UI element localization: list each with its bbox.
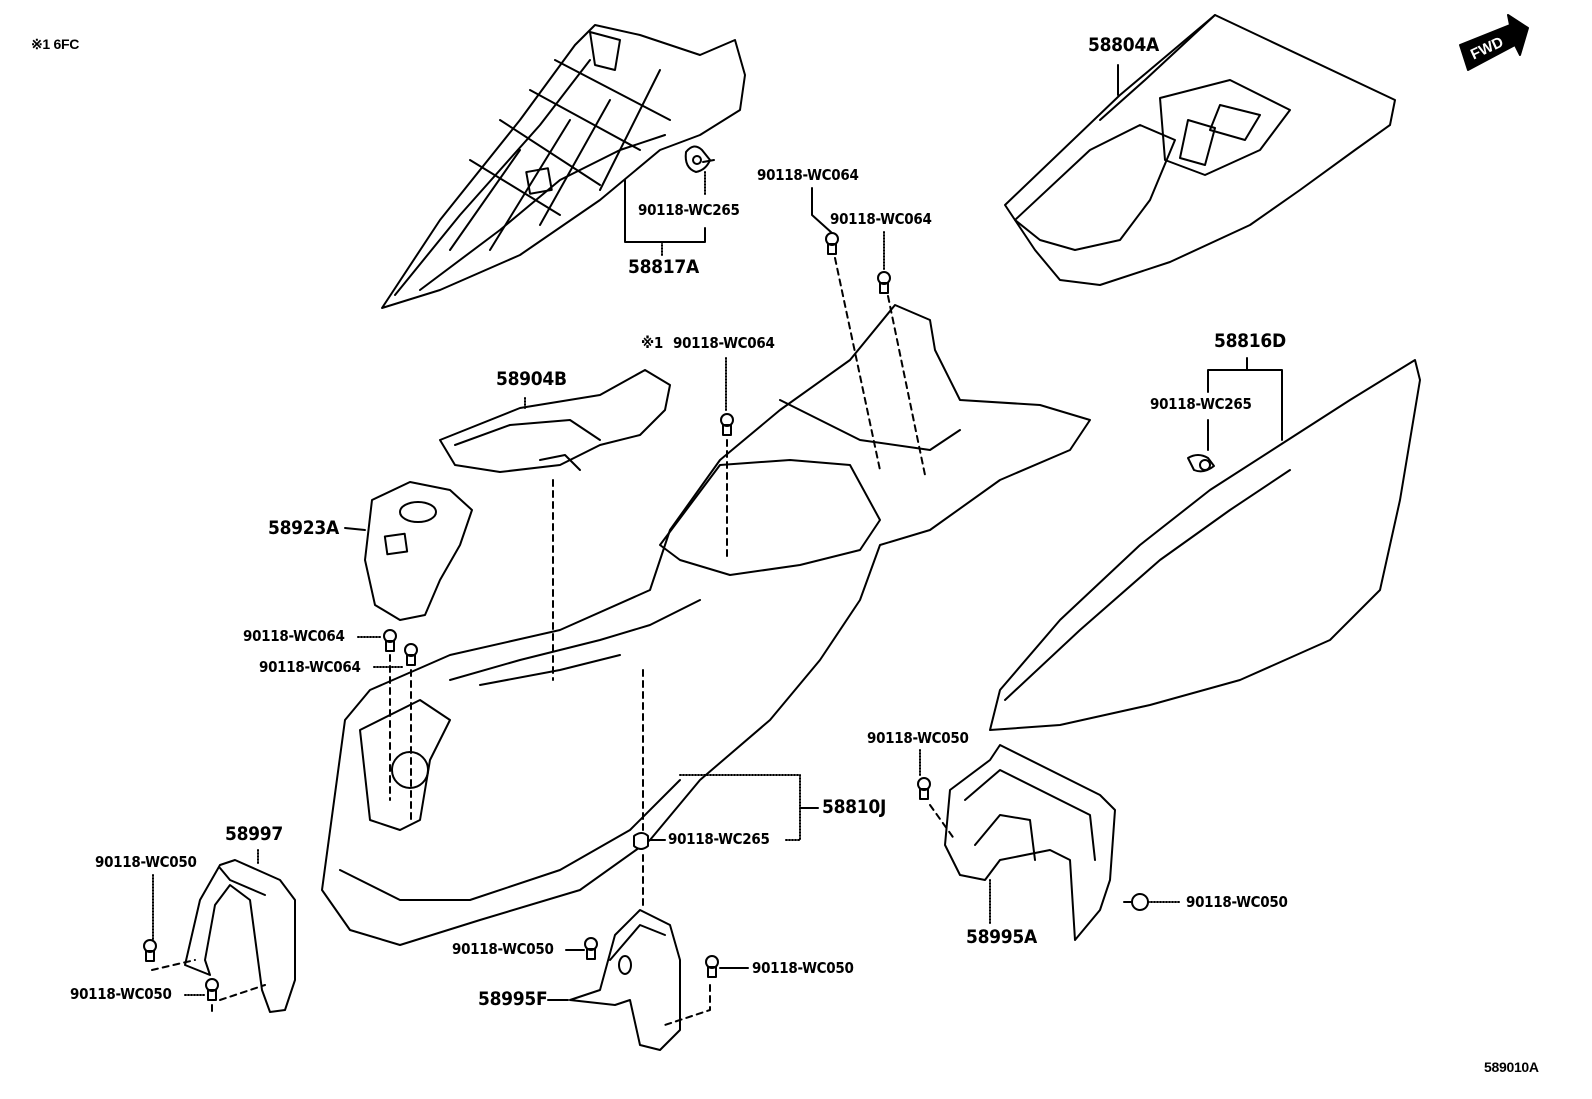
part-label-58995A[interactable]: 58995A	[966, 926, 1037, 948]
part-58923A-drawing[interactable]	[364, 481, 473, 621]
fastener-label[interactable]: 90118-WC050	[867, 729, 969, 747]
clip-fastener-icon	[1123, 893, 1149, 911]
dashed-alignment-line	[151, 959, 196, 971]
part-58810J-drawing[interactable]	[321, 304, 1091, 946]
dashed-alignment-line	[389, 654, 412, 821]
dashed-alignment-line	[887, 295, 926, 476]
dashed-alignment-line	[834, 257, 881, 471]
clip-fastener-icon	[633, 832, 649, 850]
bolt-fastener-icon	[720, 413, 734, 436]
part-58904B-drawing[interactable]	[439, 369, 671, 473]
fastener-label[interactable]: 90118-WC265	[638, 201, 740, 219]
fastener-label[interactable]: 90118-WC265	[1150, 395, 1252, 413]
fastener-label[interactable]: 90118-WC050	[452, 940, 554, 958]
part-label-58816D[interactable]: 58816D	[1214, 330, 1286, 352]
dashed-alignment-line	[664, 984, 711, 1026]
dashed-alignment-line	[211, 984, 266, 1016]
fastener-label[interactable]: 90118-WC050	[70, 985, 172, 1003]
fastener-label[interactable]: 90118-WC064	[830, 210, 932, 228]
bolt-fastener-icon	[877, 271, 891, 294]
part-58995F-drawing[interactable]	[569, 909, 681, 1051]
leader-line	[1207, 357, 1283, 441]
clip-fastener-icon	[1187, 454, 1215, 473]
part-58995A-drawing[interactable]	[944, 744, 1116, 941]
clip-fastener-icon	[684, 145, 715, 173]
fastener-label[interactable]: 90118-WC265	[668, 830, 770, 848]
part-label-58997[interactable]: 58997	[225, 823, 283, 845]
bolt-fastener-icon	[705, 955, 719, 978]
leader-line	[624, 179, 706, 243]
bolt-fastener-icon	[917, 777, 931, 800]
diagram-id: 589010A	[1484, 1059, 1539, 1075]
part-label-58817A[interactable]: 58817A	[628, 256, 699, 278]
part-label-58923A[interactable]: 58923A	[268, 517, 339, 539]
fastener-label[interactable]: 90118-WC050	[95, 853, 197, 871]
bolt-fastener-icon	[584, 937, 598, 960]
part-label-58810J[interactable]: 58810J	[822, 796, 887, 818]
fastener-label[interactable]: 90118-WC064	[243, 627, 345, 645]
bolt-fastener-icon	[383, 629, 397, 652]
bolt-fastener-icon	[205, 978, 219, 1001]
part-58804A-drawing[interactable]	[1004, 14, 1396, 286]
part-58997-drawing[interactable]	[184, 859, 296, 1013]
fastener-note-marker: ※1	[641, 334, 663, 352]
fastener-label[interactable]: 90118-WC050	[1186, 893, 1288, 911]
bolt-fastener-icon	[404, 643, 418, 666]
fastener-label[interactable]: 90118-WC064	[259, 658, 361, 676]
leader-line	[344, 527, 366, 531]
part-58816D-drawing[interactable]	[989, 359, 1421, 731]
fastener-label[interactable]: 90118-WC064	[757, 166, 859, 184]
part-label-58804A[interactable]: 58804A	[1088, 34, 1159, 56]
fastener-label[interactable]: 90118-WC064	[673, 334, 775, 352]
part-label-58995F[interactable]: 58995F	[478, 988, 548, 1010]
bolt-fastener-icon	[825, 232, 839, 255]
footnote-text: ※1 6FC	[31, 36, 80, 52]
leader-line	[811, 187, 833, 234]
dashed-alignment-line	[929, 804, 956, 841]
fwd-arrow-icon	[1459, 14, 1529, 71]
bolt-fastener-icon	[143, 939, 157, 962]
part-58817A-drawing[interactable]	[381, 24, 746, 309]
part-label-58904B[interactable]: 58904B	[496, 368, 567, 390]
fastener-label[interactable]: 90118-WC050	[752, 959, 854, 977]
